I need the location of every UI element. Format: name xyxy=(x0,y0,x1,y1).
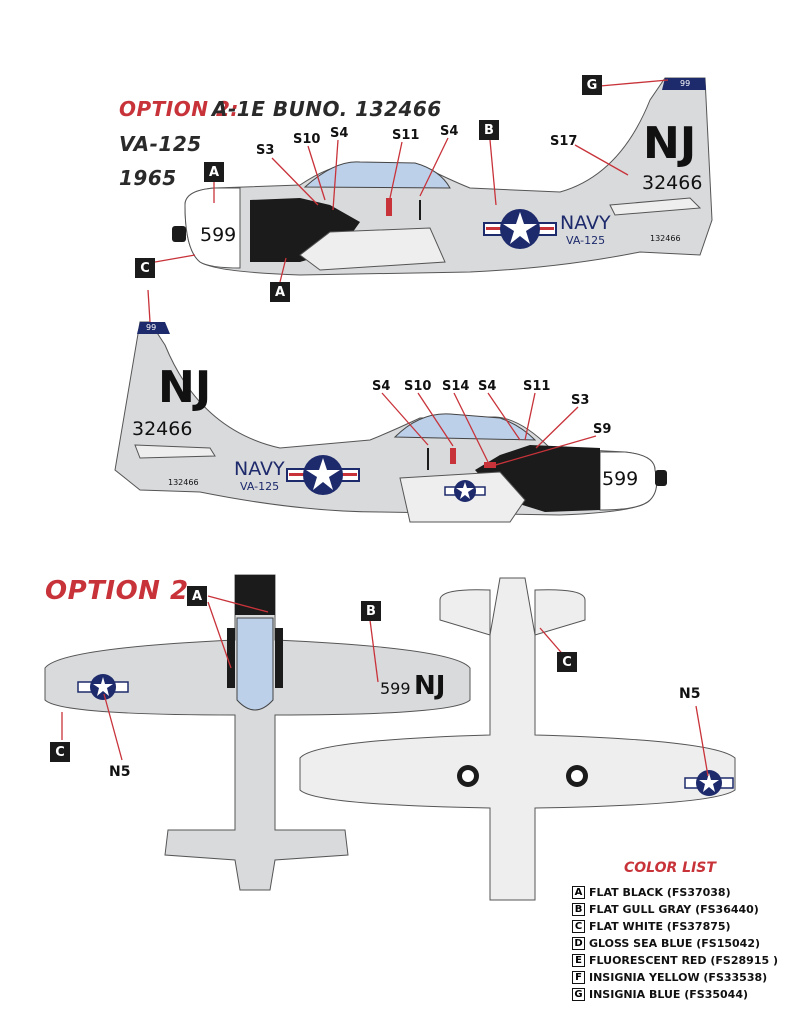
roundel-wing-right xyxy=(444,480,486,502)
navy-side2: NAVY xyxy=(234,458,285,480)
modex-side2: 599 xyxy=(602,468,639,490)
color-list-items: A FLAT BLACK (FS37038) B FLAT GULL GRAY (FS… xyxy=(572,884,778,1003)
tail-tip-blue-right xyxy=(137,322,170,334)
callout-s4-side1-a: S4 xyxy=(330,126,349,141)
unit-side1: VA-125 xyxy=(566,234,606,247)
callout-s11-side2: S11 xyxy=(523,379,551,394)
color-list-title: COLOR LIST xyxy=(624,860,716,876)
year-label: 1965 xyxy=(119,166,177,190)
tag-c-planform-bottom: C xyxy=(557,652,577,672)
wing-left xyxy=(299,227,446,271)
callout-s11-side1: S11 xyxy=(392,128,420,143)
color-key: D xyxy=(572,937,585,950)
cowling-white-right xyxy=(599,451,658,511)
squadron-label: VA-125 xyxy=(119,132,202,156)
color-list-item: D GLOSS SEA BLUE (FS15042) xyxy=(572,935,778,952)
tail-tip-side1: 99 xyxy=(680,79,691,88)
callout-s14-side2: S14 xyxy=(442,379,470,394)
callout-s4-side2-b: S4 xyxy=(478,379,497,394)
tag-b-planform: B xyxy=(361,601,381,621)
canopy-right xyxy=(393,413,537,441)
bottom-view-aircraft xyxy=(299,577,736,901)
color-key: A xyxy=(572,886,585,899)
option-heading-bottom: OPTION 2 xyxy=(45,576,189,606)
canopy-left xyxy=(303,161,451,189)
stabilizer-left xyxy=(609,197,702,216)
roundel-side-left xyxy=(483,209,557,249)
callout-s17-side1: S17 xyxy=(550,134,578,149)
color-key: C xyxy=(572,920,585,933)
callout-s10-side1: S10 xyxy=(293,132,321,147)
tag-g-side1: G xyxy=(582,75,602,95)
callout-s3-side1: S3 xyxy=(256,143,275,158)
color-list-item: B FLAT GULL GRAY (FS36440) xyxy=(572,901,778,918)
spinner-left xyxy=(172,226,186,242)
option-heading-buno: A-1E BUNO. 132466 xyxy=(212,97,442,121)
red-panel-s11 xyxy=(386,198,392,216)
serial-side1: 32466 xyxy=(642,172,703,194)
serial-side2: 32466 xyxy=(132,418,193,440)
tag-a-planform: A xyxy=(187,586,207,606)
callout-lines-side2 xyxy=(147,289,597,467)
callout-n5-bottom: N5 xyxy=(679,686,701,702)
color-key: B xyxy=(572,903,585,916)
navy-side1: NAVY xyxy=(560,212,611,234)
small-serial-side1: 132466 xyxy=(650,234,681,243)
color-list-item: G INSIGNIA BLUE (FS35044) xyxy=(572,986,778,1003)
color-key: F xyxy=(572,971,585,984)
color-list-item: A FLAT BLACK (FS37038) xyxy=(572,884,778,901)
cowling-white xyxy=(184,187,241,269)
color-key: G xyxy=(572,988,585,1001)
modex-side1: 599 xyxy=(200,224,237,246)
color-label: INSIGNIA BLUE (FS35044) xyxy=(589,988,749,1001)
color-label: INSIGNIA YELLOW (FS33538) xyxy=(589,971,768,984)
wing-code-top: NJ xyxy=(414,671,446,701)
tag-b-side1: B xyxy=(479,120,499,140)
callout-lines-side1 xyxy=(154,79,669,283)
wing-modex-top: 599 xyxy=(380,679,411,698)
tag-c-planform-top: C xyxy=(50,742,70,762)
callout-n5-top: N5 xyxy=(109,764,131,780)
color-key: E xyxy=(572,954,585,967)
color-label: GLOSS SEA BLUE (FS15042) xyxy=(589,937,760,950)
color-list-item: E FLUORESCENT RED (FS28915 ) xyxy=(572,952,778,969)
callout-s10-side2: S10 xyxy=(404,379,432,394)
callout-s9-side2: S9 xyxy=(593,422,612,437)
code-side2: NJ xyxy=(158,362,212,413)
stabilizer-right xyxy=(134,444,216,459)
color-list: COLOR LIST A FLAT BLACK (FS37038) B FLAT GU… xyxy=(572,860,778,1003)
option-heading-prefix: OPTION 2: xyxy=(119,97,239,121)
roundel-top-wing xyxy=(77,674,129,700)
red-panel-s9 xyxy=(484,462,496,468)
spinner-right xyxy=(655,470,667,486)
tag-a-side1-bottom: A xyxy=(270,282,290,302)
code-side1: NJ xyxy=(643,118,697,169)
color-label: FLAT BLACK (FS37038) xyxy=(589,886,731,899)
tail-tip-blue xyxy=(662,78,706,90)
color-label: FLAT GULL GRAY (FS36440) xyxy=(589,903,759,916)
top-view-aircraft xyxy=(44,574,471,891)
roundel-bottom-wing xyxy=(684,770,734,796)
color-list-item: F INSIGNIA YELLOW (FS33538) xyxy=(572,969,778,986)
color-list-item: C FLAT WHITE (FS37875) xyxy=(572,918,778,935)
tag-c-side1: C xyxy=(135,258,155,278)
callout-s4-side2-a: S4 xyxy=(372,379,391,394)
roundel-side-right xyxy=(286,455,360,495)
tail-tip-side2: 99 xyxy=(146,323,157,332)
small-serial-side2: 132466 xyxy=(168,478,199,487)
color-label: FLAT WHITE (FS37875) xyxy=(589,920,731,933)
tag-a-side1-top: A xyxy=(204,162,224,182)
callout-s4-side1-b: S4 xyxy=(440,124,459,139)
color-label: FLUORESCENT RED (FS28915 ) xyxy=(589,954,778,967)
unit-side2: VA-125 xyxy=(240,480,280,493)
callout-s3-side2: S3 xyxy=(571,393,590,408)
red-panel-s14 xyxy=(450,448,456,464)
